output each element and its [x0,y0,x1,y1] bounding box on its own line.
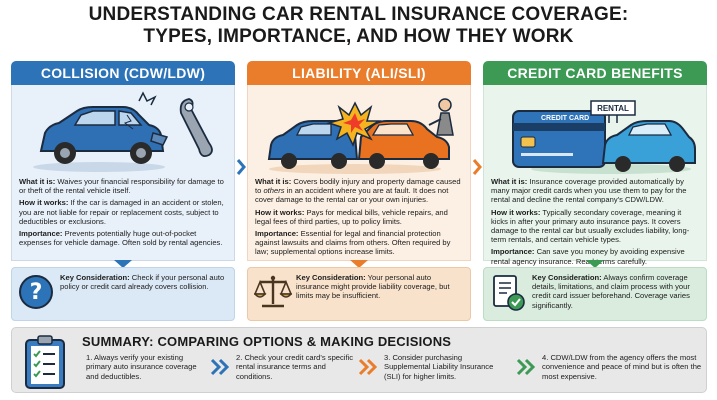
credit-card-pointer [586,260,604,268]
credit-card-rental-icon: CREDIT CARD RENTAL [491,89,699,177]
summary-step-1: 1. Always verify your existing primary a… [86,353,197,381]
credit-card-heading: CREDIT CARD BENEFITS [483,61,707,85]
credit-card-consideration: Key Consideration: Always confirm covera… [483,267,707,321]
credit-card-how: How it works: Typically secondary covera… [491,207,690,245]
credit-card-body: CREDIT CARD RENTAL What it is: Insurance… [483,85,707,266]
summary-title: SUMMARY: COMPARING OPTIONS & MAKING DECI… [82,334,452,349]
document-check-icon [493,275,525,311]
liability-importance: Importance: Essential for legal and fina… [255,229,451,257]
collision-heading: COLLISION (CDW/LDW) [11,61,235,85]
summary-panel: SUMMARY: COMPARING OPTIONS & MAKING DECI… [11,327,707,393]
liability-heading: LIABILITY (ALI/SLI) [247,61,471,85]
collision-importance: Importance: Prevents potentially huge ou… [19,229,223,248]
svg-text:?: ? [30,280,43,305]
collision-pointer [114,260,132,268]
checklist-clipboard-icon [25,335,65,389]
credit-card-importance: Importance: Can save you money by avoidi… [491,247,685,266]
credit-card-label: CREDIT CARD [541,115,589,122]
rental-sign-text: RENTAL [597,104,629,113]
title-line-2: TYPES, IMPORTANCE, AND HOW THEY WORK [143,26,574,47]
question-icon: ? [19,275,53,309]
collision-body: What it is: Waives your financial respon… [11,85,235,261]
double-chevron-right-icon [210,358,230,376]
page-title: UNDERSTANDING CAR RENTAL INSURANCE COVER… [0,4,717,48]
liability-consideration: Key Consideration: Your personal auto in… [247,267,471,321]
scales-icon [254,275,292,308]
credit-card-what: What it is: Insurance coverage provided … [491,177,687,205]
title-line-1: UNDERSTANDING CAR RENTAL INSURANCE COVER… [88,4,629,25]
summary-step-4: 4. CDW/LDW from the agency offers the mo… [542,353,702,381]
liability-what: What it is: Covers bodily injury and pro… [255,177,461,205]
collision-how: How it works: If the car is damaged in a… [19,198,224,226]
summary-step-3: 3. Consider purchasing Supplemental Liab… [384,353,494,381]
credit-card-column: CREDIT CARD BENEFITS CREDIT CARD RENTAL … [483,61,707,321]
chevron-right-icon [236,159,246,175]
chevron-right-icon [472,159,482,175]
liability-column: LIABILITY (ALI/SLI) What it is: Covers b… [247,61,471,321]
liability-body: What it is: Covers bodily injury and pro… [247,85,471,261]
car-collision-icon [255,89,463,177]
damaged-car-wrench-icon [19,89,227,177]
summary-step-2: 2. Check your credit card's specific ren… [236,353,354,381]
collision-consideration: ? Key Consideration: Check if your perso… [11,267,235,321]
double-chevron-right-icon [516,358,536,376]
liability-how: How it works: Pays for medical bills, ve… [255,207,448,226]
collision-what: What it is: Waives your financial respon… [19,177,224,196]
collision-column: COLLISION (CDW/LDW) What it is: Waives y… [11,61,235,321]
double-chevron-right-icon [358,358,378,376]
liability-pointer [350,260,368,268]
